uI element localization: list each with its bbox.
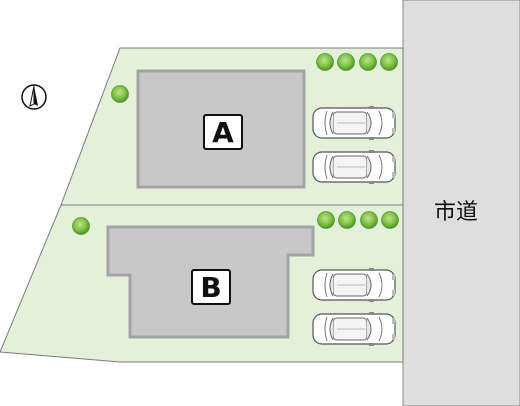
car-icon	[312, 105, 396, 141]
lot-a-label-box	[203, 114, 243, 150]
tree-icon	[72, 217, 90, 235]
lot-a-label-text: A	[212, 116, 234, 149]
tree-icon	[338, 211, 356, 229]
north-arrow-icon	[21, 84, 47, 110]
tree-icon	[337, 53, 355, 71]
tree-icon	[111, 85, 129, 103]
road-strip	[402, 0, 520, 406]
tree-icon	[360, 211, 378, 229]
lot-b-label-text: B	[200, 271, 221, 304]
tree-icon	[380, 53, 398, 71]
tree-icon	[381, 211, 399, 229]
car-icon	[312, 267, 396, 303]
lot-b-label-box	[191, 269, 231, 305]
lot-b-label: B	[191, 269, 231, 305]
car-icon	[312, 149, 396, 185]
tree-icon	[359, 53, 377, 71]
tree-icon	[316, 53, 334, 71]
road-label: 市道	[434, 200, 478, 225]
lot-a-label: A	[203, 114, 243, 150]
car-icon	[312, 311, 396, 347]
tree-icon	[317, 211, 335, 229]
